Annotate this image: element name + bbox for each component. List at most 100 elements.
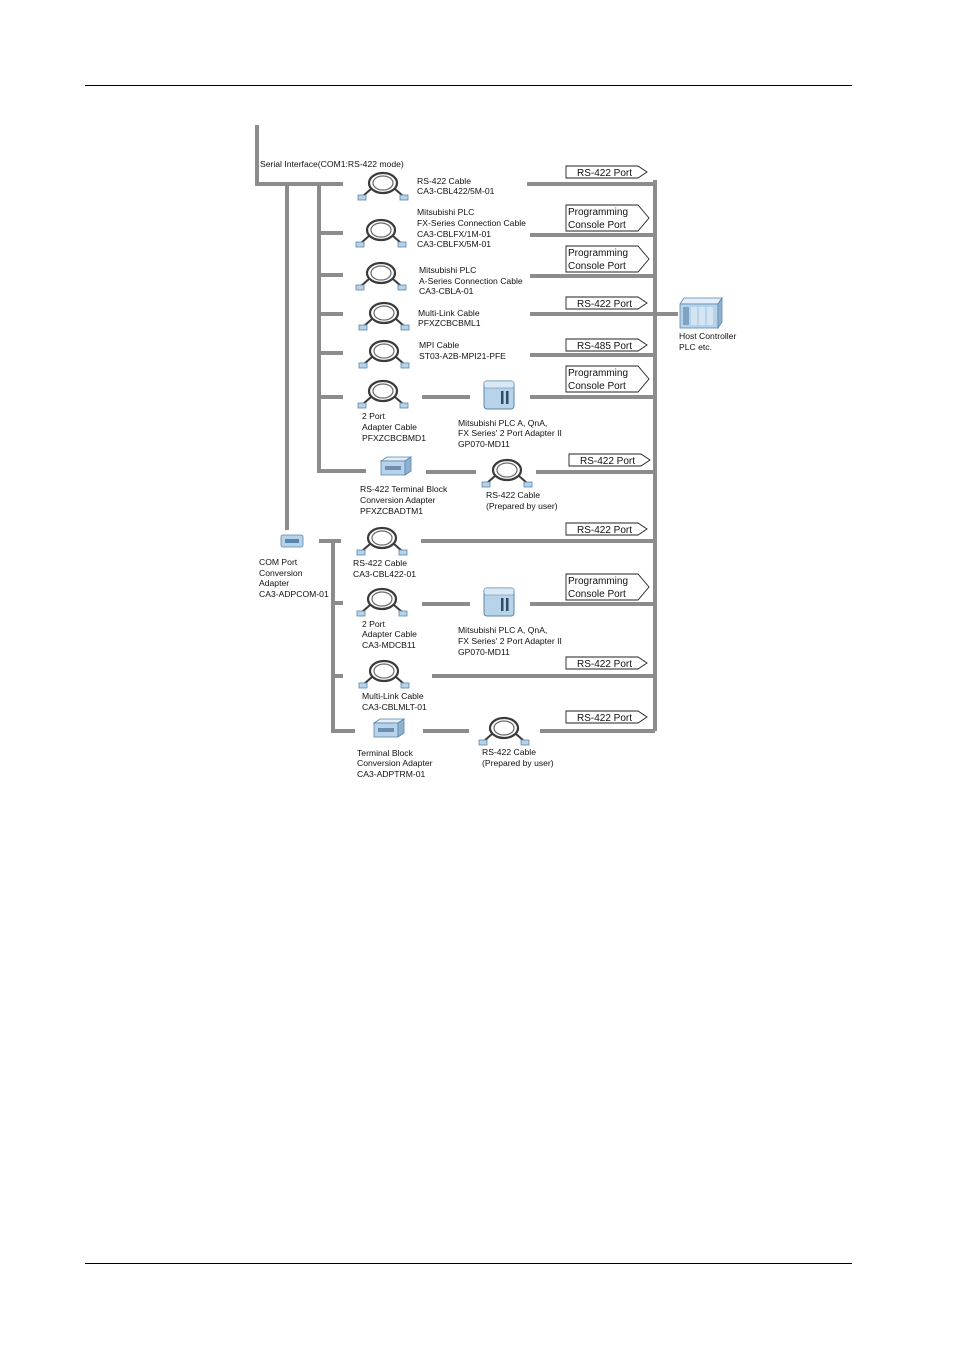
svg-text:Host Controller: Host Controller (679, 331, 736, 341)
adapter-icon-1 (483, 380, 515, 410)
footer-rule (85, 1263, 852, 1264)
svg-text:FX Series' 2 Port Adapter II: FX Series' 2 Port Adapter II (458, 636, 562, 646)
svg-text:PFXZCBCBMD1: PFXZCBCBMD1 (362, 433, 426, 443)
svg-text:A-Series Connection Cable: A-Series Connection Cable (419, 276, 523, 286)
svg-text:RS-422 Cable: RS-422 Cable (417, 176, 471, 186)
port-label: RS-422 Port (577, 168, 632, 179)
svg-text:Multi-Link Cable: Multi-Link Cable (418, 308, 480, 318)
svg-text:Adapter Cable: Adapter Cable (362, 422, 417, 432)
label-fx-cable: Mitsubishi PLC FX-Series Connection Cabl… (417, 207, 526, 249)
port-label-line-2: Console Port (568, 589, 626, 600)
cable-icon-two-port-1 (356, 379, 410, 410)
label-multilink-2: Multi-Link Cable CA3-CBLMLT-01 (362, 691, 427, 712)
label-adapter2-1: Mitsubishi PLC A, QnA, FX Series' 2 Port… (458, 418, 562, 449)
terminal-block-icon-2 (373, 718, 405, 738)
com-port-adapter-icon (280, 534, 304, 548)
svg-text:FX-Series Connection Cable: FX-Series Connection Cable (417, 218, 526, 228)
svg-text:ST03-A2B-MPI21-PFE: ST03-A2B-MPI21-PFE (419, 351, 506, 361)
svg-text:CA3-CBLA-01: CA3-CBLA-01 (419, 286, 474, 296)
port-label: RS-422 Port (577, 659, 632, 670)
svg-text:(Prepared by user): (Prepared by user) (482, 758, 554, 768)
cable-icon-a-series (354, 261, 408, 292)
label-cbl422-01: RS-422 Cable CA3-CBL422-01 (353, 558, 416, 579)
svg-text:CA3-CBLFX/1M-01: CA3-CBLFX/1M-01 (417, 229, 491, 239)
port-label: RS-422 Port (580, 456, 635, 467)
svg-text:Mitsubishi PLC: Mitsubishi PLC (417, 207, 474, 217)
svg-text:RS-422 Terminal Block: RS-422 Terminal Block (360, 484, 448, 494)
svg-text:Conversion Adapter: Conversion Adapter (360, 495, 436, 505)
cable-icon-cbl422-01 (355, 526, 409, 557)
port-label: RS-422 Port (577, 299, 632, 310)
cable-icon-user-1 (480, 458, 534, 489)
svg-text:GP070-MD11: GP070-MD11 (458, 439, 510, 449)
label-a-cable: Mitsubishi PLC A-Series Connection Cable… (419, 265, 523, 296)
terminal-block-icon-1 (380, 456, 412, 476)
port-label-line-1: Programming (568, 368, 628, 379)
cable-icon-cbl422-5m (356, 171, 410, 202)
cable-icon-multilink-1 (357, 301, 411, 332)
label-mpi: MPI Cable ST03-A2B-MPI21-PFE (419, 340, 506, 361)
label-two-port-1: 2 Port Adapter Cable PFXZCBCBMD1 (362, 411, 426, 443)
label-tb-adapter-2: Terminal Block Conversion Adapter CA3-AD… (357, 748, 433, 779)
svg-text:Multi-Link Cable: Multi-Link Cable (362, 691, 424, 701)
svg-text:CA3-CBLMLT-01: CA3-CBLMLT-01 (362, 702, 427, 712)
svg-text:2 Port: 2 Port (362, 411, 386, 421)
port-label-line-2: Console Port (568, 261, 626, 272)
label-user-cable-1: RS-422 Cable (Prepared by user) (486, 490, 558, 511)
port-label-line-1: Programming (568, 207, 628, 218)
svg-text:(Prepared by user): (Prepared by user) (486, 501, 558, 511)
label-two-port-2: 2 Port Adapter Cable CA3-MDCB11 (362, 619, 417, 650)
svg-text:Conversion: Conversion (259, 568, 303, 578)
label-com-adapter: COM Port Conversion Adapter CA3-ADPCOM-0… (259, 557, 329, 599)
port-label: RS-485 Port (577, 341, 632, 352)
svg-text:CA3-ADPCOM-01: CA3-ADPCOM-01 (259, 589, 329, 599)
svg-text:CA3-CBL422/5M-01: CA3-CBL422/5M-01 (417, 186, 495, 196)
svg-text:Adapter: Adapter (259, 578, 289, 588)
cable-icon-mpi (357, 339, 411, 370)
label-user-cable-2: RS-422 Cable (Prepared by user) (482, 747, 554, 768)
svg-text:PLC etc.: PLC etc. (679, 342, 712, 352)
svg-text:PFXZCBCBML1: PFXZCBCBML1 (418, 318, 481, 328)
interface-title: Serial Interface(COM1:RS-422 mode) (260, 159, 404, 169)
cable-icon-multilink-2 (357, 659, 411, 690)
port-rs422-4: RS-422 Port (565, 522, 648, 536)
cable-icon-fx (354, 218, 408, 249)
port-console-1: Programming Console Port (565, 204, 650, 232)
svg-text:RS-422 Cable: RS-422 Cable (482, 747, 536, 757)
port-rs422-1: RS-422 Port (565, 165, 648, 179)
svg-text:CA3-MDCB11: CA3-MDCB11 (362, 640, 416, 650)
port-rs422-2: RS-422 Port (565, 296, 648, 310)
svg-text:MPI Cable: MPI Cable (419, 340, 459, 350)
svg-text:Mitsubishi PLC A, QnA,: Mitsubishi PLC A, QnA, (458, 625, 547, 635)
port-label-line-1: Programming (568, 576, 628, 587)
host-plc-icon (679, 296, 723, 330)
label-cbl422-5m: RS-422 Cable CA3-CBL422/5M-01 (417, 176, 495, 196)
cable-icon-two-port-2 (355, 587, 409, 618)
port-rs485: RS-485 Port (565, 338, 648, 352)
svg-text:FX Series' 2 Port Adapter II: FX Series' 2 Port Adapter II (458, 428, 562, 438)
svg-text:COM Port: COM Port (259, 557, 298, 567)
svg-text:Conversion Adapter: Conversion Adapter (357, 758, 433, 768)
svg-text:PFXZCBADTM1: PFXZCBADTM1 (360, 506, 423, 516)
port-console-2: Programming Console Port (565, 245, 650, 273)
port-label: RS-422 Port (577, 713, 632, 724)
bus-lines (255, 125, 678, 733)
adapter-icon-2 (483, 587, 515, 617)
port-console-3: Programming Console Port (565, 365, 650, 393)
port-console-4: Programming Console Port (565, 573, 650, 601)
label-adapter2-2: Mitsubishi PLC A, QnA, FX Series' 2 Port… (458, 625, 562, 657)
port-rs422-6: RS-422 Port (565, 710, 648, 724)
svg-text:Adapter Cable: Adapter Cable (362, 629, 417, 639)
svg-text:Terminal Block: Terminal Block (357, 748, 414, 758)
port-label-line-2: Console Port (568, 381, 626, 392)
port-label-line-1: Programming (568, 248, 628, 259)
label-tb-adapter-1: RS-422 Terminal Block Conversion Adapter… (360, 484, 448, 516)
svg-text:CA3-ADPTRM-01: CA3-ADPTRM-01 (357, 769, 426, 779)
port-rs422-5: RS-422 Port (565, 656, 648, 670)
port-label-line-2: Console Port (568, 220, 626, 231)
svg-text:CA3-CBL422-01: CA3-CBL422-01 (353, 569, 416, 579)
svg-text:Mitsubishi PLC A, QnA,: Mitsubishi PLC A, QnA, (458, 418, 547, 428)
cable-icon-user-2 (477, 716, 531, 747)
svg-text:GP070-MD11: GP070-MD11 (458, 647, 510, 657)
